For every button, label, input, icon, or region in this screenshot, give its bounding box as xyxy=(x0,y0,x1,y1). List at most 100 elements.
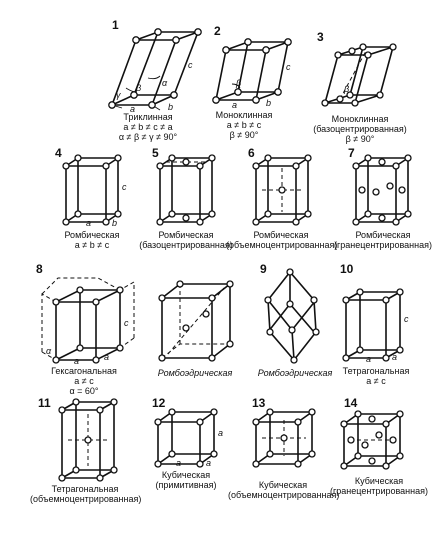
axis-label-1-alpha: α xyxy=(162,78,168,88)
caption-4-line-2: a ≠ b ≠ c xyxy=(74,240,110,250)
axis-label-4-c: c xyxy=(122,182,127,192)
lattice-12-cubic-primitive xyxy=(154,408,218,468)
caption-12-line-2: (примитивная) xyxy=(155,480,217,490)
caption-8-line-3: α = 60° xyxy=(69,386,99,396)
axis-label-1-gamma: γ xyxy=(116,90,121,100)
lattice-5-nodes xyxy=(156,154,216,226)
lattice-rhombohedral-in-cell xyxy=(158,280,234,362)
axis-label-8-alpha: α xyxy=(46,346,52,356)
caption-6: Ромбическая (объемноцентрированная) xyxy=(226,230,338,250)
axis-label-1-c: c xyxy=(188,60,193,70)
axis-label-2-beta: β xyxy=(236,78,242,88)
caption-13: Кубическая (объемноцентрированная) xyxy=(228,480,340,500)
axis-label-10-c: c xyxy=(404,314,409,324)
axis-label-12-a3: a xyxy=(206,458,212,468)
lattice-8-hexagonal xyxy=(41,277,135,364)
caption-10-line-1: Тетрагональная xyxy=(342,366,410,376)
lattice-1-nodes xyxy=(108,28,202,109)
caption-5-line-1: Ромбическая xyxy=(158,230,214,240)
caption-3: Моноклинная (базоцентрированная) β ≠ 90° xyxy=(300,114,420,144)
caption-7-line-2: (гранецентрированная) xyxy=(334,240,432,250)
number-2: 2 xyxy=(214,24,221,38)
number-14: 14 xyxy=(344,396,358,410)
number-10: 10 xyxy=(340,262,354,276)
axis-label-3-beta: β xyxy=(344,84,350,94)
axis-label-4-b: b xyxy=(112,218,118,228)
lattice-13-nodes xyxy=(252,408,316,468)
lattice-7-nodes xyxy=(352,154,412,226)
lattice-rhombohedral-in-cell-nodes xyxy=(158,280,234,362)
caption-3-line-1: Моноклинная xyxy=(331,114,389,124)
number-5: 5 xyxy=(152,146,159,160)
number-1: 1 xyxy=(112,18,119,32)
caption-2-line-3: β ≠ 90° xyxy=(229,130,259,140)
caption-5-line-2: (базоцентрированная) xyxy=(139,240,233,250)
lattice-6-nodes xyxy=(252,154,312,226)
caption-1-line-2: a ≠ b ≠ c ≠ a xyxy=(123,122,173,132)
axis-label-10-a2: a xyxy=(392,352,398,362)
axis-label-1-beta: β xyxy=(136,83,142,93)
lattice-7-orthorhombic-face-centered xyxy=(352,154,412,226)
caption-8: Гексагональная a ≠ c α = 60° xyxy=(44,366,124,396)
number-6: 6 xyxy=(248,146,255,160)
axis-label-8-c: c xyxy=(124,318,129,328)
lattice-3-nodes xyxy=(321,43,397,107)
caption-8-line-2: a ≠ c xyxy=(74,376,94,386)
caption-13-line-1: Кубическая xyxy=(258,480,308,490)
lattice-9-rhombohedral xyxy=(264,268,320,364)
caption-10: Тетрагональная a ≠ c xyxy=(336,366,416,386)
lattice-9-nodes xyxy=(264,268,320,364)
caption-7-line-1: Ромбическая xyxy=(355,230,411,240)
caption-1-line-1: Триклинная xyxy=(123,112,173,122)
axis-label-8-a1: a xyxy=(74,356,80,366)
caption-11-line-1: Тетрагональная xyxy=(51,484,119,494)
caption-11: Тетрагональная (объемноцентрированная) xyxy=(30,484,142,504)
lattice-11-tetragonal-body-centered xyxy=(58,398,118,482)
number-4: 4 xyxy=(55,146,62,160)
caption-3-line-2: (базоцентрированная) xyxy=(313,124,407,134)
axis-label-4-a: a xyxy=(86,218,92,228)
axis-label-1-b: b xyxy=(168,102,174,112)
lattice-5-orthorhombic-base-centered xyxy=(156,154,216,226)
caption-12: Кубическая (примитивная) xyxy=(146,470,226,490)
lattice-10-tetragonal xyxy=(342,288,404,362)
lattice-8-nodes xyxy=(52,286,124,364)
caption-4-line-1: Ромбическая xyxy=(64,230,120,240)
axis-label-1-a: a xyxy=(130,104,136,114)
lattice-14-nodes xyxy=(340,410,404,470)
lattice-2-nodes xyxy=(212,38,292,104)
lattice-14-cubic-face-centered xyxy=(340,410,404,470)
caption-14-line-1: Кубическая xyxy=(354,476,404,486)
axis-label-8-a2: a xyxy=(104,352,110,362)
lattice-3-monoclinic-base-centered xyxy=(321,43,397,107)
caption-6-line-2: (объемноцентрированная) xyxy=(226,240,338,250)
caption-2: Моноклинная a ≠ b ≠ c β ≠ 90° xyxy=(204,110,284,140)
caption-rhombohedral-in-cell: Ромбоэдрическая xyxy=(150,368,240,378)
lattice-2-monoclinic xyxy=(212,38,292,104)
caption-8-line-1: Гексагональная xyxy=(51,366,117,376)
lattice-1-triclinic xyxy=(108,28,202,111)
caption-5: Ромбическая (базоцентрированная) xyxy=(136,230,236,250)
caption-9: Ромбоэдрическая xyxy=(250,368,340,378)
axis-label-2-a: a xyxy=(232,100,238,110)
lattice-12-nodes xyxy=(154,408,218,468)
number-11: 11 xyxy=(38,396,51,410)
lattice-4-orthorhombic xyxy=(62,154,122,226)
caption-9-line-1: Ромбоэдрическая xyxy=(257,368,333,378)
axis-label-12-a1: a xyxy=(218,428,224,438)
caption-7: Ромбическая (гранецентрированная) xyxy=(330,230,436,250)
caption-1: Триклинная a ≠ b ≠ c ≠ a α ≠ β ≠ γ ≠ 90° xyxy=(108,112,188,142)
number-9: 9 xyxy=(260,262,267,276)
caption-14-line-2: (гранецентрированная) xyxy=(330,486,428,496)
axis-label-2-b: b xyxy=(266,98,272,108)
caption-13-line-2: (объемноцентрированная) xyxy=(228,490,340,500)
caption-14: Кубическая (гранецентрированная) xyxy=(326,476,432,496)
caption-4: Ромбическая a ≠ b ≠ c xyxy=(52,230,132,250)
lattice-10-nodes xyxy=(342,288,404,362)
caption-3-line-3: β ≠ 90° xyxy=(345,134,375,144)
lattice-4-nodes xyxy=(62,154,122,226)
caption-11-line-2: (объемноцентрированная) xyxy=(30,494,142,504)
number-12: 12 xyxy=(152,396,166,410)
caption-2-line-2: a ≠ b ≠ c xyxy=(226,120,262,130)
